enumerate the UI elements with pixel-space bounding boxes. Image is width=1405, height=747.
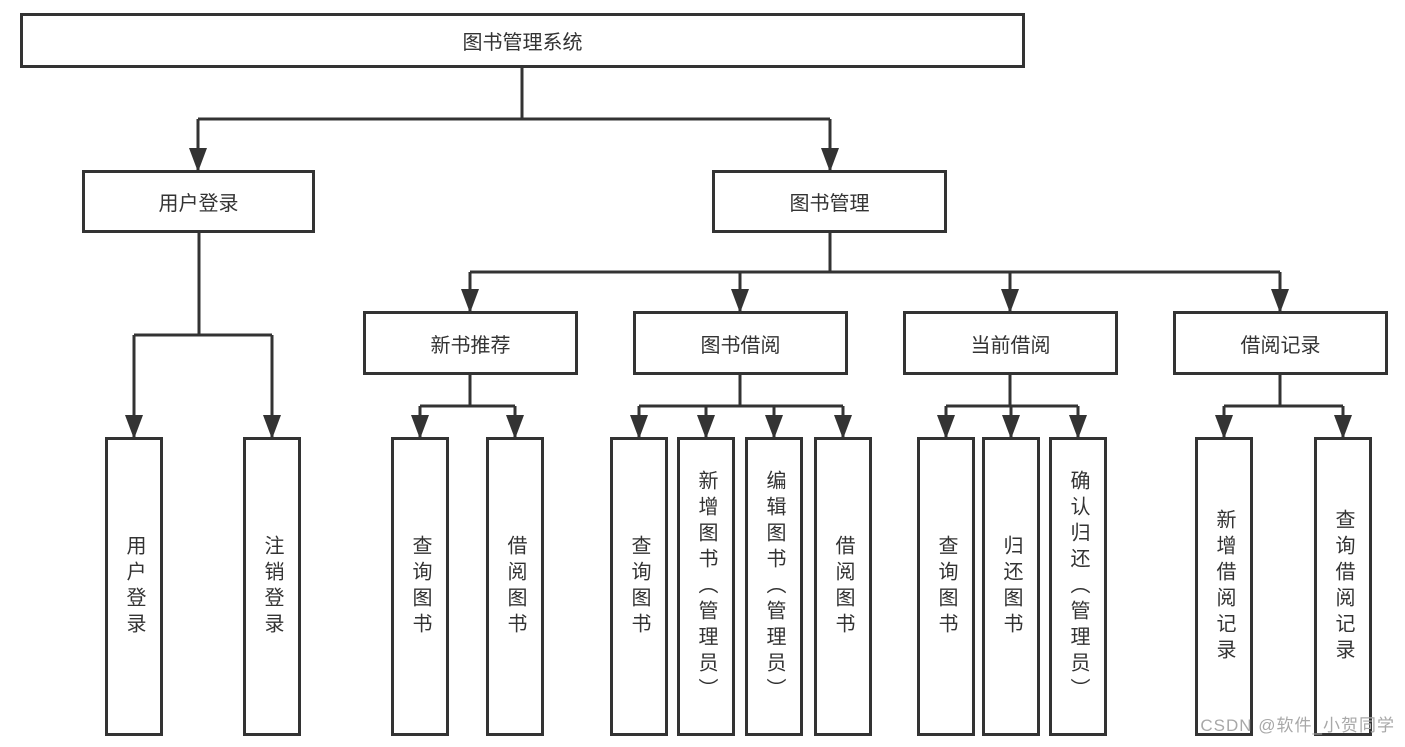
leaf-label: 查询借阅记录 — [1332, 508, 1354, 665]
node-add-books-admin: 新增图书（管理员） — [677, 437, 735, 736]
leaf-label: 编辑图书（管理员） — [763, 469, 785, 704]
leaf-label: 新增图书（管理员） — [695, 469, 717, 704]
leaf-label: 新增借阅记录 — [1213, 508, 1235, 665]
node-user-login-leaf: 用户登录 — [105, 437, 163, 736]
node-edit-books-admin: 编辑图书（管理员） — [745, 437, 803, 736]
node-query-books-current: 查询图书 — [917, 437, 975, 736]
node-query-books-borrowing: 查询图书 — [610, 437, 668, 736]
node-borrow-books-recommend: 借阅图书 — [486, 437, 544, 736]
node-logout-leaf: 注销登录 — [243, 437, 301, 736]
leaf-label: 用户登录 — [123, 534, 145, 639]
node-user-login: 用户登录 — [82, 170, 315, 233]
leaf-label: 查询图书 — [935, 534, 957, 639]
leaf-label: 确认归还（管理员） — [1067, 469, 1089, 704]
arrowheads — [125, 148, 1352, 439]
leaf-label: 借阅图书 — [504, 534, 526, 639]
node-borrowing-records: 借阅记录 — [1173, 311, 1388, 375]
node-new-book-recommendation: 新书推荐 — [363, 311, 578, 375]
node-current-borrowing: 当前借阅 — [903, 311, 1118, 375]
node-add-borrow-record: 新增借阅记录 — [1195, 437, 1253, 736]
node-book-borrowing: 图书借阅 — [633, 311, 848, 375]
node-query-books-recommend: 查询图书 — [391, 437, 449, 736]
node-book-management: 图书管理 — [712, 170, 947, 233]
node-return-books: 归还图书 — [982, 437, 1040, 736]
node-library-system: 图书管理系统 — [20, 13, 1025, 68]
leaf-label: 查询图书 — [409, 534, 431, 639]
leaf-label: 归还图书 — [1000, 534, 1022, 639]
node-query-borrow-record: 查询借阅记录 — [1314, 437, 1372, 736]
node-confirm-return-admin: 确认归还（管理员） — [1049, 437, 1107, 736]
leaf-label: 查询图书 — [628, 534, 650, 639]
leaf-label: 借阅图书 — [832, 534, 854, 639]
leaf-label: 注销登录 — [261, 534, 283, 639]
node-borrow-books-borrowing: 借阅图书 — [814, 437, 872, 736]
csdn-watermark: CSDN @软件_小贺同学 — [1200, 716, 1395, 735]
